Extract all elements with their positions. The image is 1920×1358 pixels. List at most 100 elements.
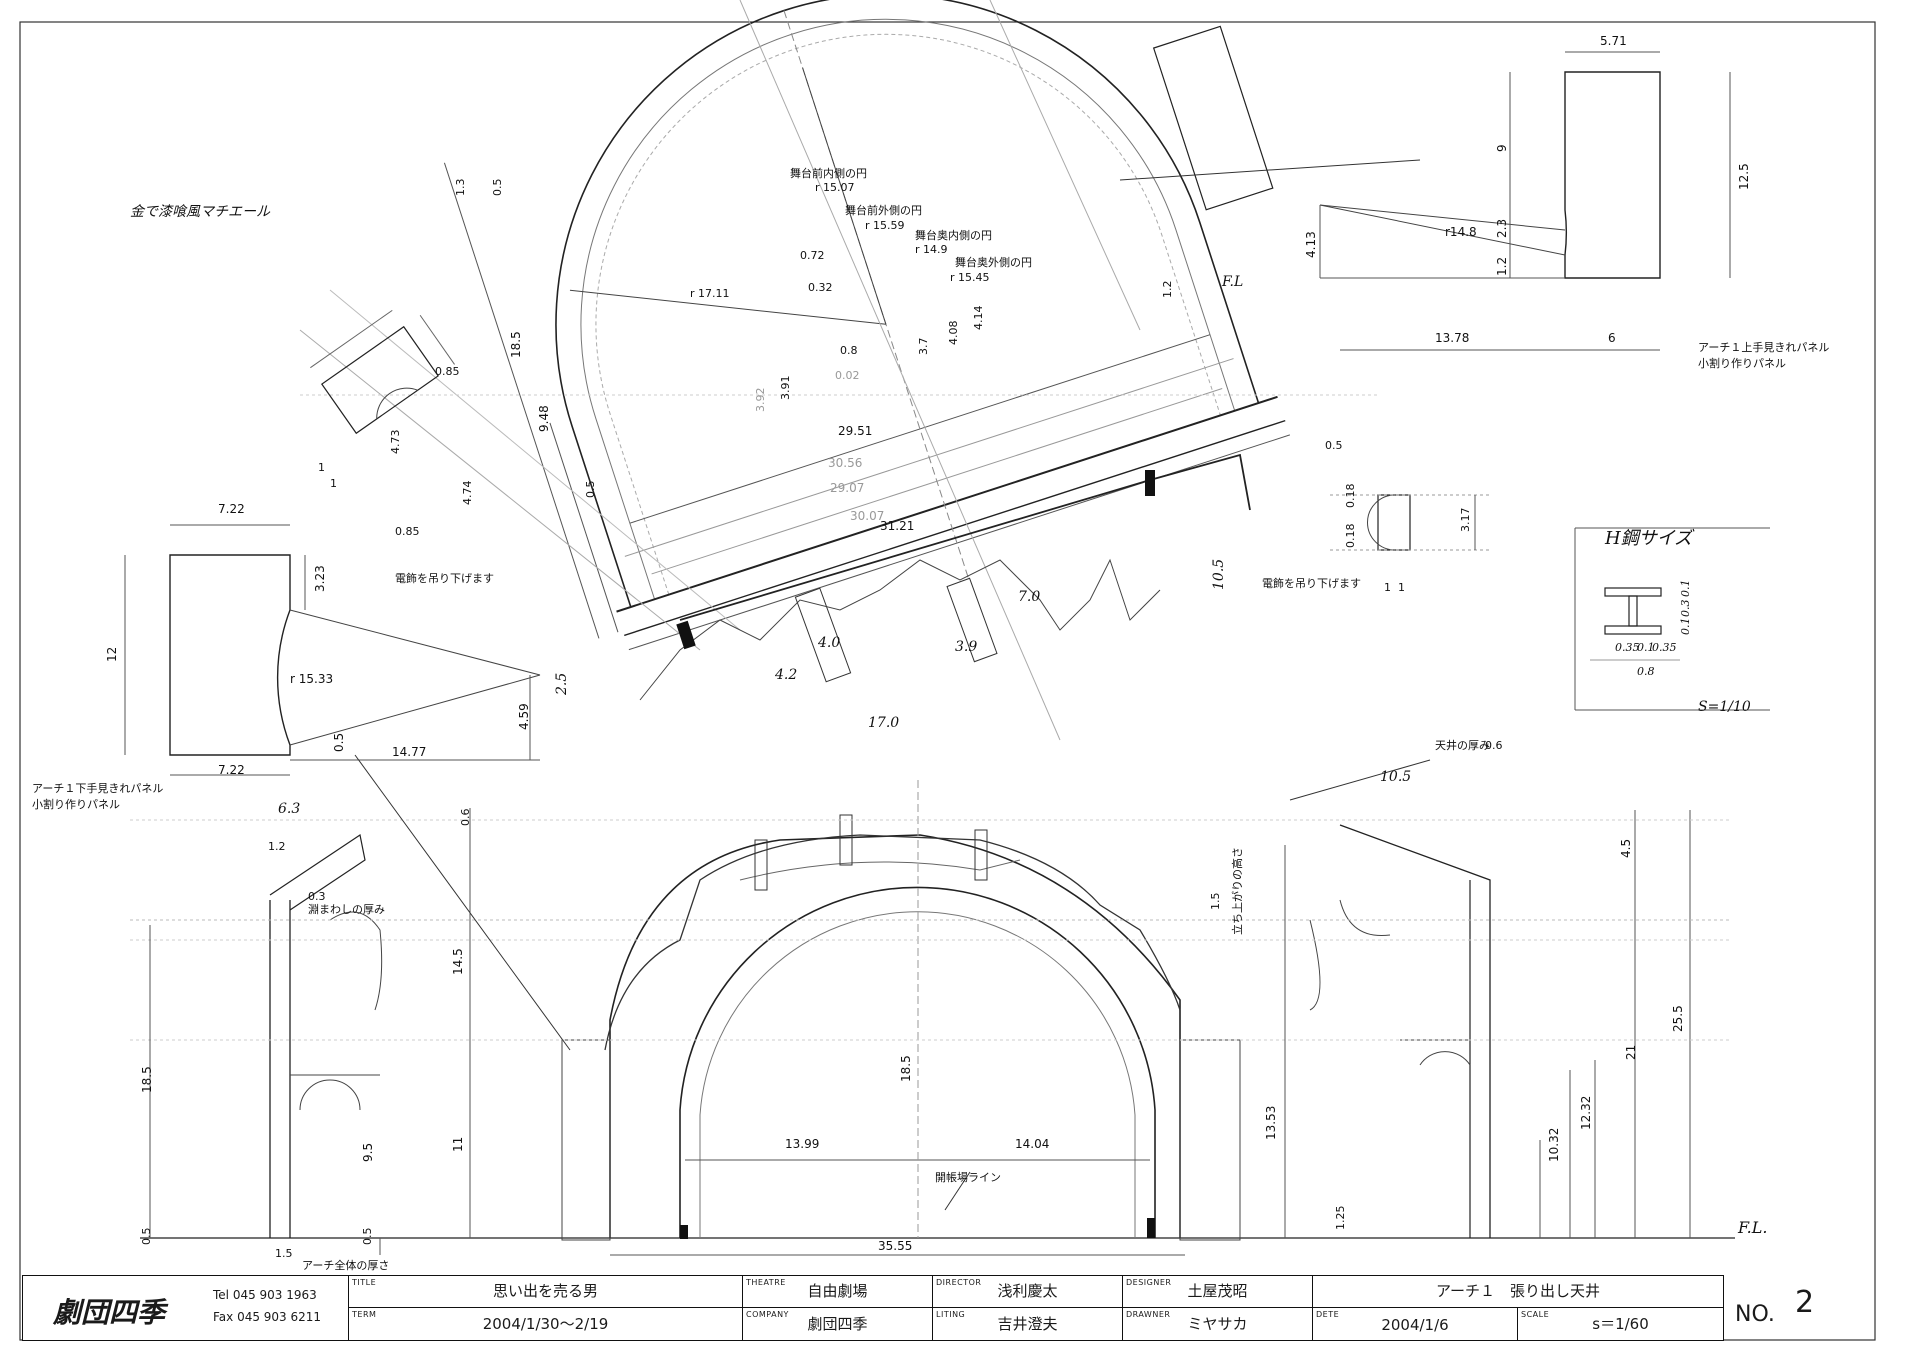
small-detail [310,309,455,435]
plan-r2-label: 舞台前外側の円 [845,204,922,217]
title-value: 思い出を売る男 [492,1282,598,1300]
scale-cap: SCALE [1521,1310,1550,1319]
title-cap: TITLE [352,1278,377,1287]
plan-side-box [1152,25,1274,211]
hs-d01a: 0.1 [1679,579,1692,598]
hs-d035a: 0.35 [1615,641,1640,654]
el-d1353: 13.53 [1264,1105,1278,1140]
plan-d13: 1.3 [454,178,467,197]
el-d185a: 18.5 [140,1066,154,1093]
plan-fl: F.L [1222,274,1244,290]
plan-r4: r 15.45 [950,271,990,284]
term-cap: TERM [352,1310,377,1319]
company-value: 劇団四季 [807,1315,868,1333]
lp-depth: 14.77 [392,745,427,759]
sd-d473: 4.73 [389,429,402,455]
plan-d072: 0.72 [800,249,825,262]
designer-cell: DESIGNER 土屋茂昭 [1123,1276,1313,1308]
plan-view [443,0,1291,651]
plan-r1: r 15.07 [815,181,855,194]
header-note: 金で漆喰風マチエール [130,204,270,220]
plan-r2: r 15.59 [865,219,905,232]
el-d1404: 14.04 [1015,1137,1050,1151]
term-value: 2004/1/30〜2/19 [482,1315,609,1333]
plan-r-outer: r 17.11 [690,287,730,300]
el-d145: 14.5 [451,948,465,975]
theatre-cell: THEATRE 自由劇場 [743,1276,933,1308]
el-d21: 21 [1624,1044,1638,1060]
plan-d12: 1.2 [1161,280,1174,299]
left-panel [124,524,541,776]
hs-d08: 0.8 [1637,665,1655,678]
el-d3555: 35.55 [878,1239,913,1253]
director-value: 浅利慶太 [997,1282,1058,1300]
lp-w-bottom: 7.22 [218,763,245,777]
plan-d032: 0.32 [808,281,833,294]
elevation-rock-crown [604,834,1181,1051]
sd-note: 電飾を吊り下げます [395,572,494,585]
plan-d391: 3.91 [779,375,792,401]
liting-cap: LITING [936,1310,966,1319]
drawner-cell: DRAWNER ミヤサカ [1123,1308,1313,1340]
theatre-value: 自由劇場 [807,1282,868,1300]
plan-dim-2951 [629,334,1211,524]
lp-radius: r 15.33 [290,672,334,686]
el-d1399: 13.99 [785,1137,820,1151]
plan-rock-profile [639,558,1161,701]
rp-left-h: 4.13 [1304,231,1318,258]
cd-d018b: 0.18 [1344,523,1357,549]
rp-h-low: 1.2 [1495,256,1509,276]
rp-w-left: 13.78 [1435,331,1470,345]
plan-d414: 4.14 [972,305,985,331]
title-block: 劇団四季 Tel 045 903 1963 Fax 045 903 6211 T… [22,1275,1724,1341]
el-curtain: 開帳場ライン [935,1171,1001,1184]
lp-w-top: 7.22 [218,502,245,516]
plan-d3121: 31.21 [880,519,915,533]
plan-d40: 4.0 [818,635,841,651]
clamp-detail [1330,494,1490,551]
liting-value: 吉井澄夫 [997,1315,1058,1333]
el-d185b: 18.5 [899,1055,913,1082]
el-fl: F.L. [1738,1218,1768,1237]
rp-radius: r14.8 [1445,225,1477,239]
liting-cell: LITING 吉井澄夫 [933,1308,1123,1340]
plan-d408: 4.08 [947,320,960,346]
rp-caption1: アーチ１上手見きれパネル [1698,341,1830,354]
plan-r3: r 14.9 [915,243,948,256]
lp-h-total: 12 [105,646,119,662]
el-d255: 25.5 [1671,1005,1685,1032]
company-cap: COMPANY [746,1310,789,1319]
el-d105: 10.5 [1380,769,1412,785]
lp-h-top: 3.23 [313,565,327,592]
plan-d948: 9.48 [537,405,551,432]
front-elevation [130,780,1735,1256]
plan-d05a: 0.5 [491,178,504,197]
subject-cell: アーチ１ 張り出し天井 [1313,1276,1723,1308]
plan-d2907: 29.07 [830,481,865,495]
plan-r4-label: 舞台奥外側の円 [955,256,1032,269]
sd-d085b: 0.85 [395,525,420,538]
el-d15-note: アーチ全体の厚さ [302,1259,390,1272]
el-d03-note: 淵まわしの厚み [308,903,385,916]
dete-cap: DETE [1316,1310,1340,1319]
rp-w-right: 6 [1608,331,1616,345]
sheet-no-label: NO. [1735,1302,1775,1327]
el-ceiling-note: 天井の厚み [1435,739,1490,752]
el-d45: 4.5 [1619,838,1633,858]
term-cell: TERM 2004/1/30〜2/19 [348,1308,743,1340]
rp-h-total: 12.5 [1737,163,1751,190]
plan-d170: 17.0 [868,715,900,731]
designer-value: 土屋茂昭 [1187,1282,1248,1300]
plan-ceiling-line [679,453,1251,621]
el-d15: 1.5 [275,1247,293,1260]
hs-title: H鋼サイズ [1605,528,1693,549]
cd-d018a: 0.18 [1344,483,1357,509]
scale-value: s＝1/60 [1592,1315,1649,1333]
plan-d42: 4.2 [775,667,798,683]
h-steel-detail [1574,527,1770,711]
plan-back-edge [624,419,1286,637]
rp-caption2: 小割り作りパネル [1698,357,1786,370]
lp-offset: 0.5 [332,732,346,752]
